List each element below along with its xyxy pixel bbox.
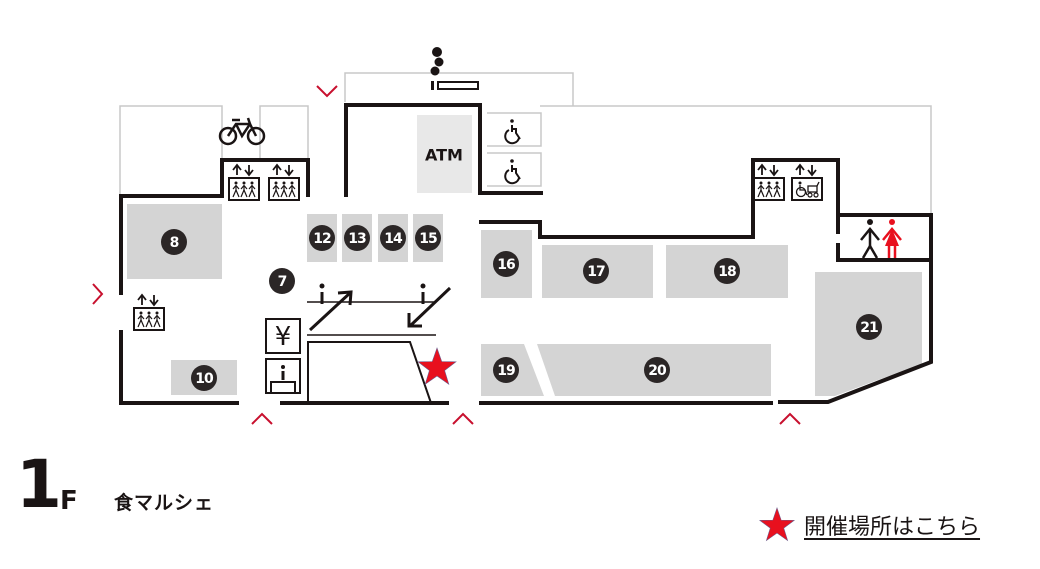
- badge-circle: [269, 268, 295, 294]
- badge-circle: [161, 229, 187, 255]
- shop-badge-8[interactable]: 8: [161, 229, 187, 255]
- shop-badge-20[interactable]: 20: [644, 357, 670, 383]
- escalator-down-icon: [407, 286, 452, 328]
- shop-number: 17: [587, 264, 605, 280]
- shop-number: 13: [348, 231, 366, 247]
- shop-badge-10[interactable]: 10: [191, 365, 217, 391]
- information-icon: [420, 283, 426, 304]
- shop-badge-12[interactable]: 12: [309, 225, 335, 251]
- entrance-marker-icon[interactable]: [92, 283, 104, 305]
- escalator-up-icon: [308, 290, 353, 332]
- floor-name: 食マルシェ: [114, 492, 215, 514]
- shop-number: 21: [860, 320, 878, 336]
- atm-area[interactable]: [417, 115, 472, 193]
- shop-badge-19[interactable]: 19: [493, 357, 519, 383]
- elevators: [133, 163, 823, 331]
- building-outline: [119, 72, 932, 215]
- shop-number-badges: 7 8 10 12 13 14 15 16 17 18 19 20 21: [161, 225, 882, 391]
- entrance-marker-icon[interactable]: [452, 412, 474, 425]
- elevator-icon: [133, 293, 165, 331]
- badge-circle: [493, 357, 519, 383]
- currency-exchange-icon[interactable]: ¥: [265, 318, 301, 354]
- shop-number: 7: [278, 274, 287, 290]
- shop-number: 15: [419, 231, 437, 247]
- accessible-elevator-icon: [791, 163, 823, 201]
- shop-badge-14[interactable]: 14: [380, 225, 406, 251]
- badge-circle: [309, 225, 335, 251]
- shop-badge-7[interactable]: 7: [269, 268, 295, 294]
- restroom-icon[interactable]: [860, 219, 902, 259]
- badge-circle: [380, 225, 406, 251]
- entrance-marker-icon[interactable]: [779, 412, 801, 425]
- entrances: [92, 85, 801, 425]
- svg-text:¥: ¥: [275, 322, 292, 352]
- parking-slot-2: [487, 152, 542, 187]
- shop-badge-18[interactable]: 18: [714, 258, 740, 284]
- event-stage-area: ¥: [265, 283, 452, 404]
- badge-circle: [583, 258, 609, 284]
- floor-number: 1: [16, 446, 62, 523]
- entrance-marker-icon[interactable]: [251, 412, 273, 425]
- entrance-marker-icon[interactable]: [316, 85, 338, 98]
- badge-circle: [191, 365, 217, 391]
- shop-badge-16[interactable]: 16: [493, 251, 519, 277]
- event-location-star-icon[interactable]: [417, 347, 457, 385]
- shop-number: 18: [718, 264, 736, 280]
- bicycle-parking-icon: [218, 117, 266, 146]
- elevator-icon: [268, 163, 300, 201]
- shop-badge-13[interactable]: 13: [344, 225, 370, 251]
- information-icon: [319, 283, 325, 304]
- wheelchair-parking-icon: [504, 119, 521, 145]
- shop-number: 14: [384, 231, 403, 247]
- red-star-icon: [758, 507, 796, 542]
- wall-right: [479, 158, 933, 404]
- shop-badge-15[interactable]: 15: [415, 225, 441, 251]
- wall-center-top: [344, 103, 543, 197]
- badge-circle: [344, 225, 370, 251]
- shop-number: 19: [497, 363, 515, 379]
- shop-badge-21[interactable]: 21: [856, 314, 882, 340]
- shop-badge-17[interactable]: 17: [583, 258, 609, 284]
- event-stage-outline[interactable]: [307, 341, 432, 404]
- outline-left-upper: [119, 105, 223, 195]
- badge-circle: [644, 357, 670, 383]
- wall-left-lower: [119, 330, 239, 405]
- shop-number: 8: [170, 235, 179, 251]
- event-location-link[interactable]: 開催場所はこちら: [804, 515, 981, 540]
- information-counter-icon[interactable]: [265, 358, 301, 394]
- wheelchair-parking: [504, 119, 521, 185]
- outline-left-upper-2: [259, 105, 309, 195]
- shop-number: 16: [497, 257, 515, 273]
- floor-suffix: F: [60, 486, 78, 516]
- event-location-legend[interactable]: 開催場所はこちら: [758, 506, 980, 544]
- badge-circle: [415, 225, 441, 251]
- elevator-icon: [228, 163, 260, 201]
- outline-top-center: [344, 72, 574, 106]
- parking-slot-1: [487, 112, 542, 147]
- atm-label: ATM: [425, 146, 463, 165]
- womens-restroom-icon: [882, 219, 902, 258]
- wall-left-upper: [119, 158, 310, 295]
- elevator-icon: [753, 163, 785, 201]
- shop-number: 10: [195, 371, 214, 387]
- shop-areas: [127, 115, 922, 396]
- badge-circle: [714, 258, 740, 284]
- wheelchair-parking-icon: [504, 159, 521, 185]
- mens-restroom-icon: [860, 219, 880, 259]
- taxi-stand-icon: [430, 47, 479, 90]
- badge-circle: [493, 251, 519, 277]
- walls: [119, 103, 933, 405]
- badge-circle: [856, 314, 882, 340]
- outline-top-right: [540, 105, 932, 215]
- shop-number: 20: [648, 363, 667, 379]
- wall-restroom: [836, 243, 933, 262]
- shop-number: 12: [313, 231, 331, 247]
